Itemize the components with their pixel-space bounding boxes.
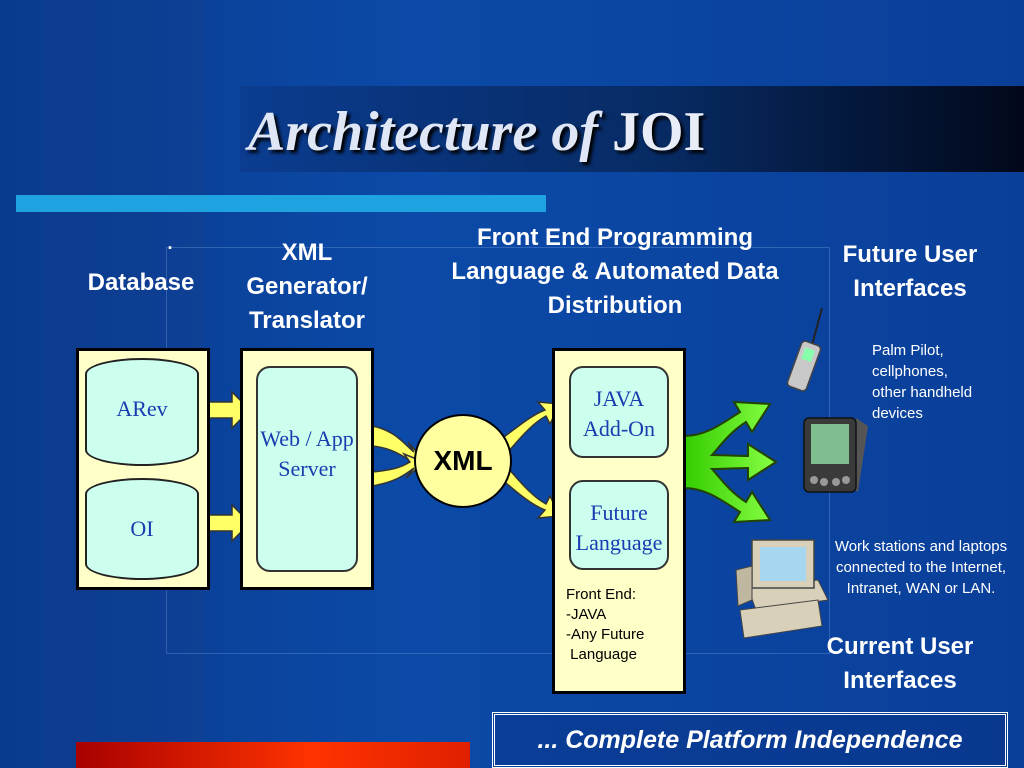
arrow-distribution <box>683 400 778 524</box>
database-oi: OI <box>85 478 199 580</box>
xml-generator-label: XML Generator/ Translator <box>246 239 368 334</box>
front-end-note: Front End: -JAVA -Any Future Language <box>566 586 645 663</box>
database-arev: ARev <box>85 358 199 466</box>
java-add-on: JAVA Add-On <box>569 366 669 458</box>
workstation-icon <box>735 539 829 639</box>
slide-title: Architecture of JOI <box>248 101 706 163</box>
accent-bar <box>16 195 546 212</box>
current-devices-note: Work stations and laptops connected to t… <box>834 538 1008 597</box>
palm-pilot-icon <box>803 417 868 493</box>
cellphone-icon <box>786 307 823 392</box>
tagline: ... Complete Platform Independence <box>492 712 1008 768</box>
xml-hub: XML <box>414 414 512 508</box>
future-devices-note: Palm Pilot, cellphones, other handheld d… <box>872 342 973 422</box>
current-ui-label: Current User Interfaces <box>826 633 974 694</box>
database-bullet: . <box>167 233 173 253</box>
bottom-accent-bar <box>76 742 470 768</box>
title-band <box>240 86 1024 172</box>
database-label: Database <box>87 269 195 296</box>
web-app-server: Web / App Server <box>256 366 358 572</box>
future-language: Future Language <box>569 480 669 570</box>
future-ui-label: Future User Interfaces <box>842 241 978 302</box>
front-end-label: Front End Programming Language & Automat… <box>451 224 779 319</box>
